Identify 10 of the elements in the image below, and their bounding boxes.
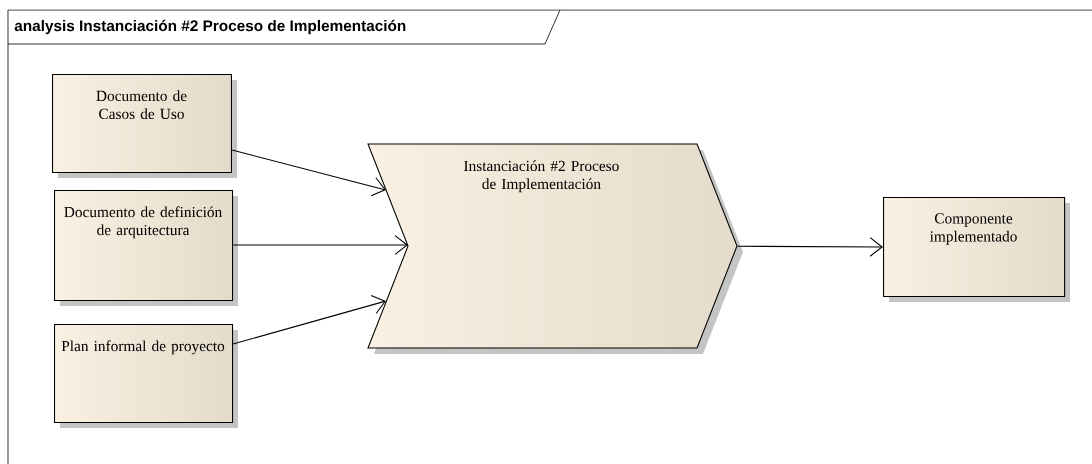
artifact-box: Documento de definición de arquitectura	[54, 190, 238, 306]
arrow	[232, 235, 408, 255]
artifact-box: Componente implementado	[883, 197, 1070, 302]
frame-title-tab: analysis Instanciación #2 Proceso de Implementación	[7, 9, 561, 45]
artifact-box: Documento de Casos de Uso	[52, 74, 237, 178]
artifact-box: Plan informal de proyecto	[54, 324, 238, 428]
arrow	[232, 294, 386, 345]
process-chevron: Instanciación #2 Proceso de Implementación	[367, 143, 743, 354]
arrow	[737, 237, 883, 257]
arrow	[231, 149, 386, 197]
